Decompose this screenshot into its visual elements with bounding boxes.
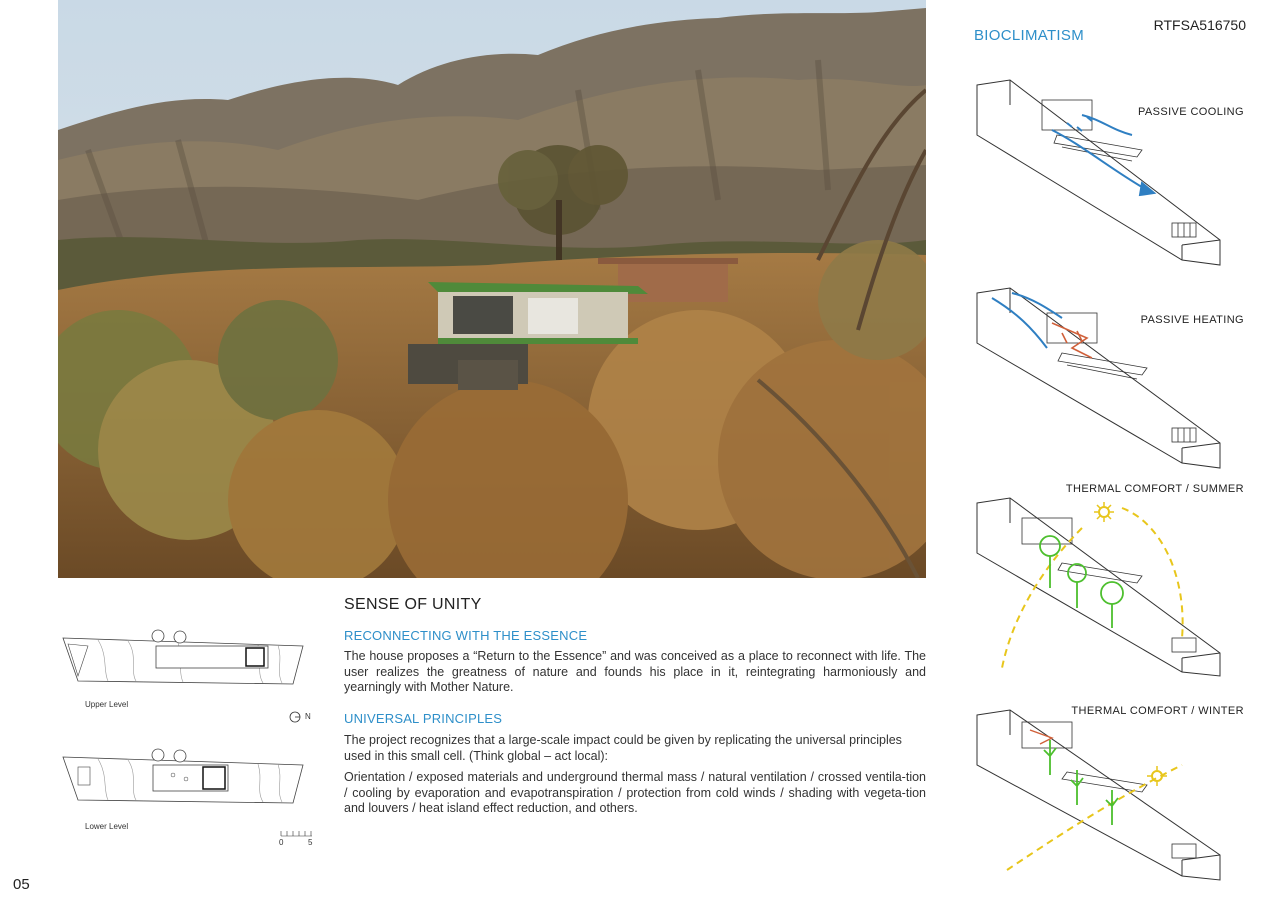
tree-icons-winter — [1043, 740, 1119, 825]
paragraph-principles-1: The project recognizes that a large-scal… — [344, 733, 902, 763]
document-code: RTFSA516750 — [1153, 17, 1246, 33]
upper-level-plan — [62, 629, 304, 685]
north-arrow-icon — [289, 711, 301, 723]
upper-level-label: Upper Level — [85, 700, 129, 709]
diagram-label-thermal-summer: THERMAL COMFORT / SUMMER — [1065, 483, 1244, 495]
sun-icon-winter — [1147, 766, 1167, 786]
diagram-label-passive-cooling: PASSIVE COOLING — [1137, 106, 1244, 118]
scale-bar — [280, 831, 312, 837]
scale-end: 5 — [308, 838, 313, 847]
paragraph-principles-2: Orientation / exposed materials and unde… — [344, 770, 926, 815]
passive-heating-diagram — [976, 287, 1221, 469]
lower-level-label: Lower Level — [85, 822, 129, 831]
north-label: N — [305, 712, 311, 721]
passive-cooling-diagram — [976, 79, 1221, 266]
thermal-summer-diagram — [976, 497, 1221, 677]
bioclimatism-title: BIOCLIMATISM — [974, 27, 1084, 44]
landscape-photo-illustration — [58, 0, 926, 578]
paragraph-essence: The house proposes a “Return to the Esse… — [344, 649, 926, 694]
section-heading-principles: UNIVERSAL PRINCIPLES — [344, 711, 503, 726]
sun-icon-summer — [1094, 502, 1114, 522]
main-title: SENSE OF UNITY — [344, 596, 482, 613]
diagram-label-passive-heating: PASSIVE HEATING — [1140, 314, 1244, 326]
house-illustration — [408, 258, 738, 390]
lower-level-plan — [62, 748, 304, 804]
hero-photo — [58, 0, 926, 578]
diagram-label-thermal-winter: THERMAL COMFORT / WINTER — [1071, 705, 1244, 717]
thermal-winter-diagram — [976, 709, 1221, 881]
tree-icons-summer — [1039, 535, 1124, 628]
scale-start: 0 — [279, 838, 284, 847]
page-number: 05 — [13, 876, 30, 893]
section-heading-essence: RECONNECTING WITH THE ESSENCE — [344, 628, 588, 643]
